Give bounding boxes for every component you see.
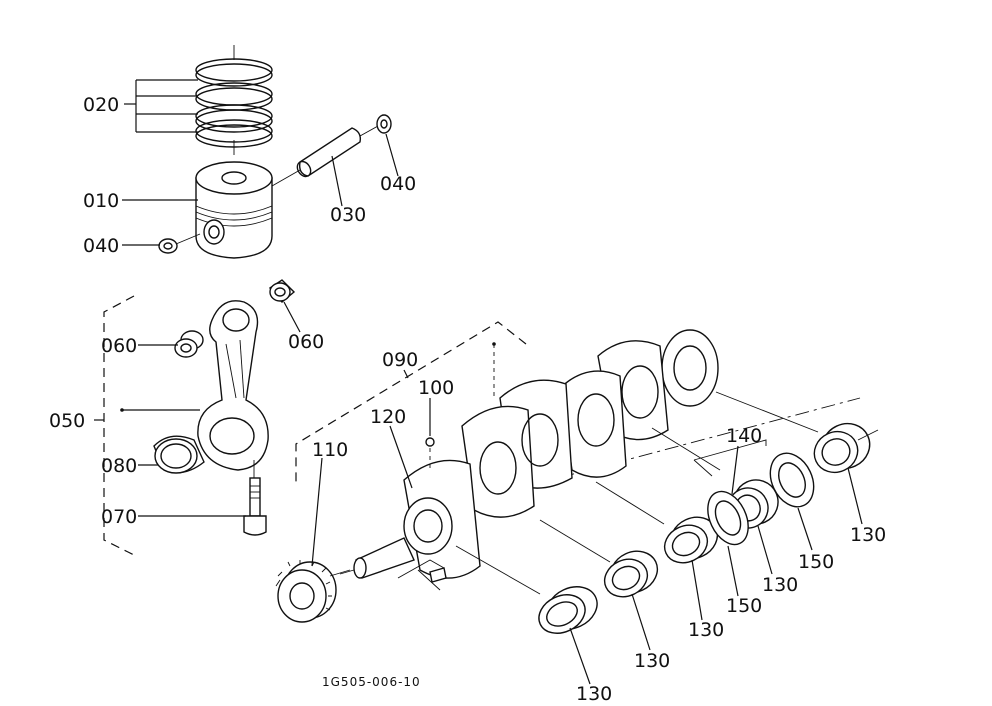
label-crank-gear: 110 [312,439,348,461]
main-bearing-1 [538,586,598,634]
small-end-bush-right [268,279,296,303]
label-piston: 010 [83,190,119,212]
group-boundary-090 [295,321,527,486]
con-rod-bolt [243,460,267,536]
label-circlip-upper: 040 [380,173,416,195]
circlip-lower [158,233,201,254]
thrust-washer-2 [769,452,815,508]
plug [425,437,435,447]
piston [195,161,301,259]
part-labels: 020 010 040 040 030 060 060 050 080 070 … [49,94,886,705]
label-con-rod-bolt: 070 [101,506,137,528]
label-thrust-washer-2: 150 [798,551,834,573]
group-boundary-050 [103,295,137,557]
main-bearing-3 [663,516,719,564]
label-main-bearing-4: 130 [762,574,798,596]
leader-lines [94,79,863,685]
label-thrust-washer-1: 150 [726,595,762,617]
connecting-rod [197,300,269,471]
label-connecting-rod: 050 [49,410,85,432]
label-small-end-bush-right: 060 [288,331,324,353]
label-main-bearing-2: 130 [634,650,670,672]
main-bearing-5 [813,422,879,474]
assembly-lines [329,391,819,595]
main-bearing-2 [603,550,659,598]
circlip-upper [376,114,392,134]
label-crank-pin-bearing: 080 [101,455,137,477]
label-main-bearing-3: 130 [688,619,724,641]
label-piston-pin: 030 [330,204,366,226]
label-plug: 100 [418,377,454,399]
thrust-bearing-bracket [693,439,767,477]
label-main-bearing-5: 130 [850,524,886,546]
small-end-bush-left [174,330,204,358]
thrust-washer-1 [707,490,749,546]
drawing-id: 1G505-006-10 [322,675,421,689]
label-circlip-lower: 040 [83,235,119,257]
label-feather-key: 120 [370,406,406,428]
piston-rings [195,45,273,155]
label-thrust-bearing: 140 [726,425,762,447]
crank-gear [275,560,337,623]
label-small-end-bush-left: 060 [101,335,137,357]
label-crankshaft: 090 [382,349,418,371]
crank-pin-bearing [153,435,205,474]
piston-pin [296,125,379,178]
label-piston-ring: 020 [83,94,119,116]
label-main-bearing-1: 130 [576,683,612,705]
feather-key [397,559,447,583]
